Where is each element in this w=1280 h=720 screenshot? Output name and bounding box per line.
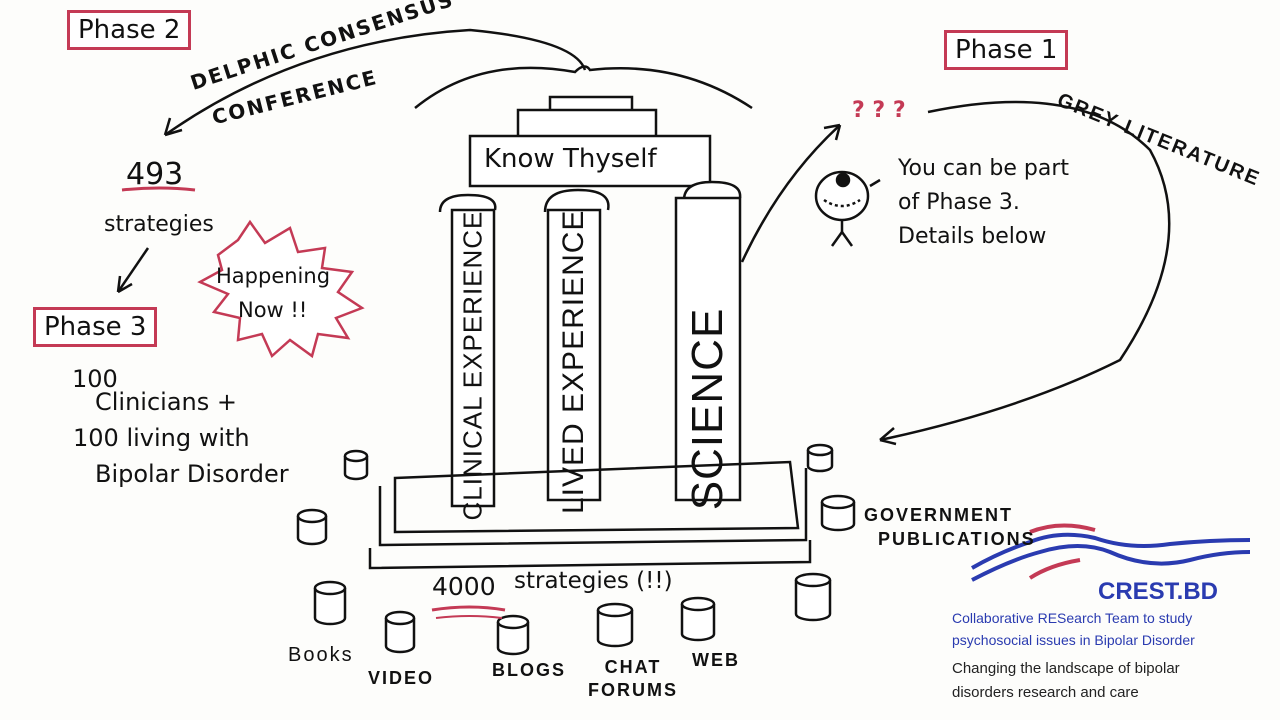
phase3-label: Phase 3 [33,307,158,347]
happening-line1: Happening [216,264,331,288]
crest-line3: Changing the landscape of bipolar [952,660,1180,677]
arrow-to-questions [740,124,841,263]
participants-line4: Bipolar Disorder [95,460,289,488]
database-icon [820,494,856,532]
database-icon [296,508,328,546]
pillar-science-label: SCIENCE [683,307,732,511]
crest-line1: Collaborative RESearch Team to study [952,610,1193,626]
happening-line2: Now !! [238,298,308,322]
database-icon [384,610,416,654]
strategies-4000-label: strategies (!!) [514,568,673,594]
source-video: VIDEO [368,668,435,688]
government-line1: GOVERNMENT [864,505,1014,525]
question-marks: ? ? ? [852,98,906,123]
temple-roof-label: Know Thyself [484,144,657,174]
crest-line4: disorders research and care [952,684,1139,701]
base-middle [378,468,808,547]
database-icon [680,596,716,642]
happening-starburst [197,219,365,359]
database-icon [794,572,832,622]
grey-literature-arrow [879,100,1171,442]
participants-line3: 100 living with [73,424,250,452]
source-blogs: BLOGS [492,660,567,680]
base-top [393,460,800,534]
callout-line2: of Phase 3. [898,190,1020,215]
strategies-493-label: strategies [104,212,214,237]
base-bottom [368,540,812,570]
database-icon [496,614,530,656]
crest-logo-waves [971,523,1251,582]
database-icon [343,449,369,481]
roof-step-middle [516,108,658,140]
roof-plaque [468,134,712,188]
underline-493 [121,186,196,192]
strategies-4000-number: 4000 [432,572,496,601]
pillar-clinical [438,193,497,508]
source-web: WEB [692,650,740,670]
crest-logo-text: CREST.BD [1098,578,1219,605]
database-icon [313,580,347,626]
phase1-label: Phase 1 [944,30,1069,70]
phase2-label: Phase 2 [67,10,192,50]
pillar-science [674,180,742,502]
database-icon [806,443,834,473]
pillar-lived [543,188,610,502]
crest-line2: psychosocial issues in Bipolar Disorder [952,632,1195,648]
callout-line3: Details below [898,224,1047,249]
pillar-lived-label: LIVED EXPERIENCE [557,209,590,514]
stick-figure-icon [814,170,881,247]
database-icon [596,602,634,648]
government-line2: PUBLICATIONS [878,529,1036,549]
arrow-to-phase3 [116,247,150,293]
participants-line1: 100 [72,365,118,393]
strategies-493-number: 493 [126,157,184,192]
underline-4000 [431,605,506,612]
arrow-to-phase2 [164,28,587,137]
participants-line2: Clinicians + [95,388,237,416]
pillar-clinical-label: CLINICAL EXPERIENCE [457,210,488,521]
callout-line1: You can be part [898,156,1070,181]
source-books: Books [288,644,354,666]
source-chat-forums: CHAT FORUMS [588,657,678,700]
